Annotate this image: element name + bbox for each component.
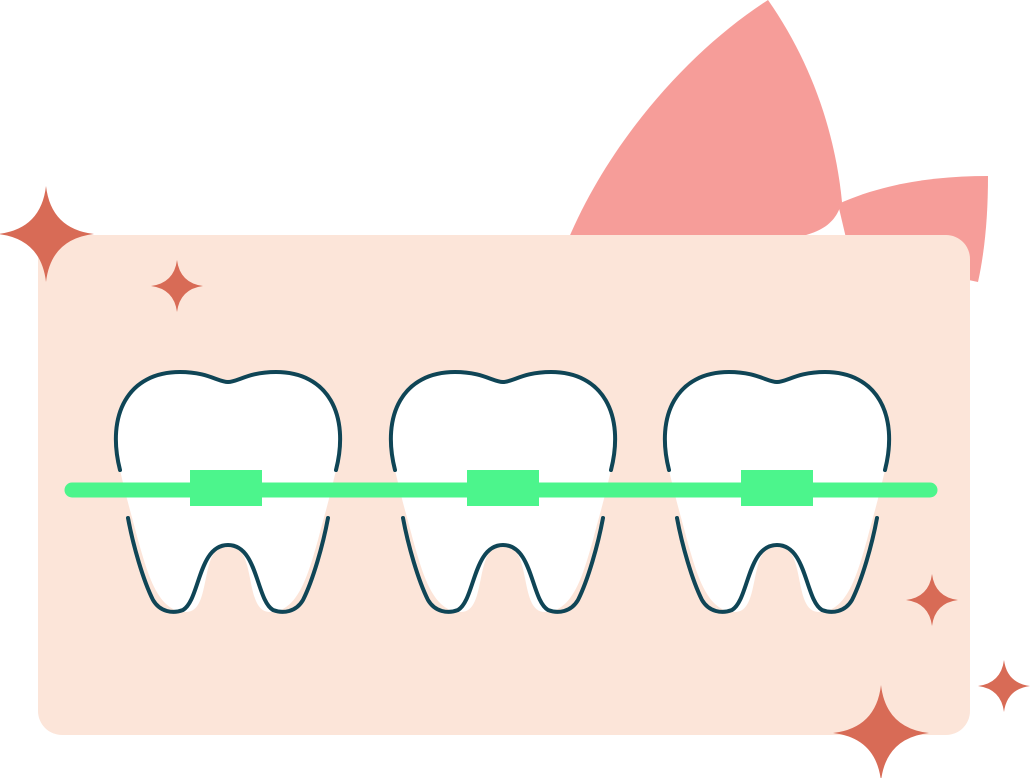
sparkle-icon [906,574,958,626]
tooth-outline-top [662,370,892,472]
tooth-outline-top [388,370,618,472]
sparkle-icon [0,186,94,282]
sparkles [0,186,1030,778]
braces [64,470,938,506]
sparkle-icon [833,685,929,778]
leaf-icon [568,0,842,244]
tooth-outline-top [113,370,343,472]
tooth-outline-bottom [675,516,879,614]
sparkle-icon [978,660,1030,712]
tooth-outline-bottom [126,516,330,614]
tooth-outline-bottom [401,516,605,614]
bracket-icon [190,470,262,506]
bracket-icon [741,470,813,506]
bracket-icon [467,470,539,506]
sparkle-icon [151,260,203,312]
